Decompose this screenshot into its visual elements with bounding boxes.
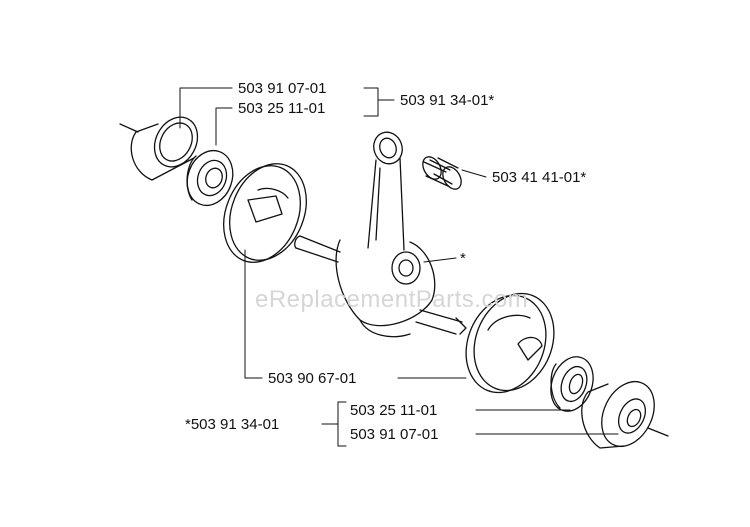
label-crank-asterisk: * <box>460 250 466 267</box>
crank-web-left <box>223 163 307 263</box>
shaft-axis-left <box>119 123 139 133</box>
label-needle-bearing: 503 41 41-01* <box>492 169 587 186</box>
crank-web-right <box>465 292 555 394</box>
label-crankcase: 503 90 67-01 <box>268 370 357 387</box>
shaft-axis-right <box>647 427 669 437</box>
bearing-ring-bottom <box>581 381 655 449</box>
crank-webs <box>335 239 436 338</box>
ball-bearing-top <box>186 149 234 207</box>
bearing-ring-top <box>130 116 199 181</box>
label-bottom-kit: *503 91 34-01 <box>185 416 280 433</box>
ball-bearing-bottom <box>550 356 594 412</box>
watermark: eReplacementParts.com <box>255 286 529 313</box>
crank-shaft-left <box>294 235 341 263</box>
crank-shaft-right <box>415 309 467 335</box>
label-top-bearing: 503 25 11-01 <box>238 100 326 117</box>
label-top-bearing-ring: 503 91 07-01 <box>238 80 327 97</box>
needle-bearing <box>422 156 462 190</box>
connecting-rod <box>367 131 405 251</box>
label-bottom-bearing-ring: 503 91 07-01 <box>350 426 439 443</box>
label-bottom-bearing: 503 25 11-01 <box>350 402 438 419</box>
label-top-kit: 503 91 34-01* <box>400 92 495 109</box>
